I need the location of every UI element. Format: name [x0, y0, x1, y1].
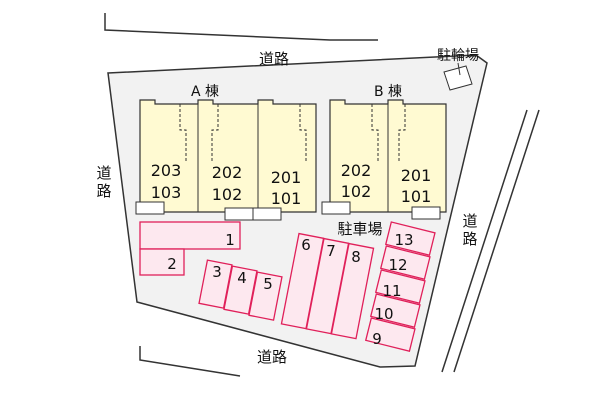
road-label-west: 道路	[96, 164, 111, 200]
unit-b-201: 201	[401, 166, 432, 185]
parking-slot-label-11: 11	[382, 282, 401, 300]
road-lines	[104, 13, 540, 377]
bicycle-shed-leader	[457, 62, 461, 76]
parking-slot-12[interactable]	[379, 245, 431, 280]
parking-slot-3[interactable]	[198, 259, 233, 309]
unit-a-102: 102	[212, 185, 243, 204]
building-a-title: A 棟	[191, 84, 219, 100]
unit-b-101: 101	[401, 187, 432, 206]
parking-slot-label-5: 5	[263, 275, 273, 293]
unit-b-202: 202	[341, 161, 372, 180]
building-a-stairs	[179, 104, 307, 162]
building-a-balcony-1	[135, 201, 165, 215]
parking-slot-8[interactable]	[330, 242, 375, 340]
parking-slot-10[interactable]	[369, 293, 421, 328]
parking-slot-4[interactable]	[223, 265, 258, 315]
parking-lot-label: 駐車場	[337, 220, 382, 238]
unit-b-102: 102	[341, 182, 372, 201]
road-label-south: 道路	[257, 348, 287, 366]
parking-slot-label-7: 7	[326, 242, 336, 260]
building-b-balcony-2	[411, 206, 441, 220]
building-b	[321, 99, 447, 220]
parking-slot-5[interactable]	[248, 271, 283, 321]
parking-slot-label-1: 1	[225, 231, 235, 249]
parking-slot-label-4: 4	[237, 269, 247, 287]
bicycle-parking-shed	[443, 62, 473, 91]
road-label-east: 道路	[462, 212, 477, 248]
unit-a-202: 202	[212, 163, 243, 182]
parking-slot-2[interactable]	[139, 248, 185, 276]
east-road-edge-inner	[453, 109, 540, 373]
south-road-edge	[139, 346, 241, 377]
parking-slot-11[interactable]	[374, 269, 426, 304]
parking-slot-label-2: 2	[167, 255, 177, 273]
parking-slot-label-12: 12	[388, 256, 407, 274]
unit-a-201: 201	[271, 168, 302, 187]
parking-slot-label-10: 10	[374, 305, 393, 323]
unit-a-203: 203	[151, 161, 182, 180]
parking-slot-label-6: 6	[301, 236, 311, 254]
bicycle-parking-label: 駐輪場	[437, 47, 479, 64]
building-b-title: B 棟	[374, 84, 402, 100]
building-b-balcony-1	[321, 201, 351, 215]
building-a-balcony-3	[252, 207, 282, 221]
road-label-north: 道路	[259, 50, 289, 68]
unit-a-103: 103	[151, 183, 182, 202]
parking-slot-label-9: 9	[372, 330, 382, 348]
parking-slot-label-3: 3	[212, 263, 222, 281]
east-road-edge-outer	[441, 109, 528, 373]
parking-slot-1[interactable]	[139, 221, 241, 250]
parking-slot-9[interactable]	[364, 317, 416, 352]
north-road-edge	[104, 13, 378, 41]
parking-slot-13[interactable]	[384, 221, 436, 256]
parking-slot-label-13: 13	[394, 231, 413, 249]
parking-slot-label-8: 8	[351, 248, 361, 266]
parking-slot-labels: 1 2 3 4 5 6 7 8 9 10 11 12 13	[167, 231, 413, 348]
parking-slots	[139, 221, 436, 352]
building-a	[135, 99, 317, 221]
unit-a-101: 101	[271, 189, 302, 208]
building-a-balcony-2	[224, 207, 254, 221]
building-b-stairs	[371, 104, 406, 162]
